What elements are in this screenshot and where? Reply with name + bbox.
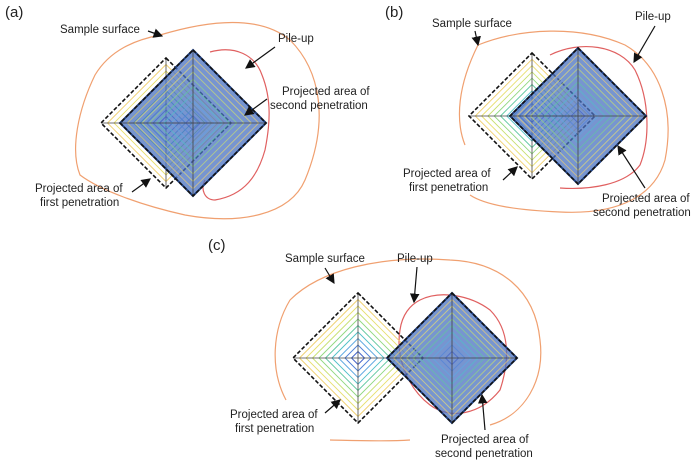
panel-label-a: (a) <box>5 4 23 21</box>
annotation-first-line2: first penetration <box>235 423 314 435</box>
annotation-second-line1: Projected area of <box>602 193 690 205</box>
annotation-sample-surface: Sample surface <box>285 253 365 265</box>
annotation-second-line1: Projected area of <box>282 86 370 98</box>
annotation-first-line2: first penetration <box>40 197 119 209</box>
annotation-first-line1: Projected area of <box>230 409 318 421</box>
annotation-first-line2: first penetration <box>409 182 488 194</box>
panel-c: (c) Sample surface Pile-up Projected are… <box>208 237 542 460</box>
annotation-second-line2: second penetration <box>593 207 691 219</box>
indent-outline <box>291 291 425 425</box>
arrow <box>244 98 268 116</box>
arrow <box>324 267 335 285</box>
sample-surface-contour <box>458 30 669 213</box>
arrow <box>324 399 341 414</box>
arrow <box>477 393 488 431</box>
annotation-pile-up: Pile-up <box>278 33 314 45</box>
panel-label-b: (b) <box>385 4 403 21</box>
arrow <box>147 28 164 38</box>
annotation-sample-surface: Sample surface <box>60 24 140 36</box>
arrow <box>409 266 420 304</box>
sample-surface-contour <box>75 21 320 220</box>
indent-outline <box>467 51 597 181</box>
annotation-pile-up: Pile-up <box>635 11 671 23</box>
arrow <box>131 178 151 193</box>
second-indent <box>508 46 648 186</box>
second-indent <box>385 291 519 425</box>
annotation-second-line1: Projected area of <box>441 434 529 446</box>
sample-surface-contour <box>274 258 542 442</box>
indent-outline <box>118 48 268 198</box>
arrow <box>502 166 518 181</box>
arrow <box>471 30 481 47</box>
arrow <box>245 46 276 69</box>
panel-b: (b) Sample surface Pile-up Projected are… <box>385 4 691 219</box>
pile-up-contour <box>398 294 508 414</box>
panel-a: (a) Sample surface Pile-up Projected are… <box>5 4 370 220</box>
annotation-first-line1: Projected area of <box>403 168 491 180</box>
pile-up-contour <box>549 45 648 189</box>
indent-outline <box>385 291 519 425</box>
indent-outline <box>508 46 648 186</box>
annotation-second-line2: second penetration <box>270 100 368 112</box>
annotation-second-line2: second penetration <box>435 448 533 460</box>
panel-label-c: (c) <box>208 237 226 254</box>
annotation-first-line1: Projected area of <box>35 183 123 195</box>
arrow <box>633 25 656 64</box>
second-indent <box>118 48 268 198</box>
annotation-sample-surface: Sample surface <box>432 18 512 30</box>
annotation-pile-up: Pile-up <box>397 253 433 265</box>
first-indent <box>291 291 425 425</box>
arrow <box>617 144 646 189</box>
